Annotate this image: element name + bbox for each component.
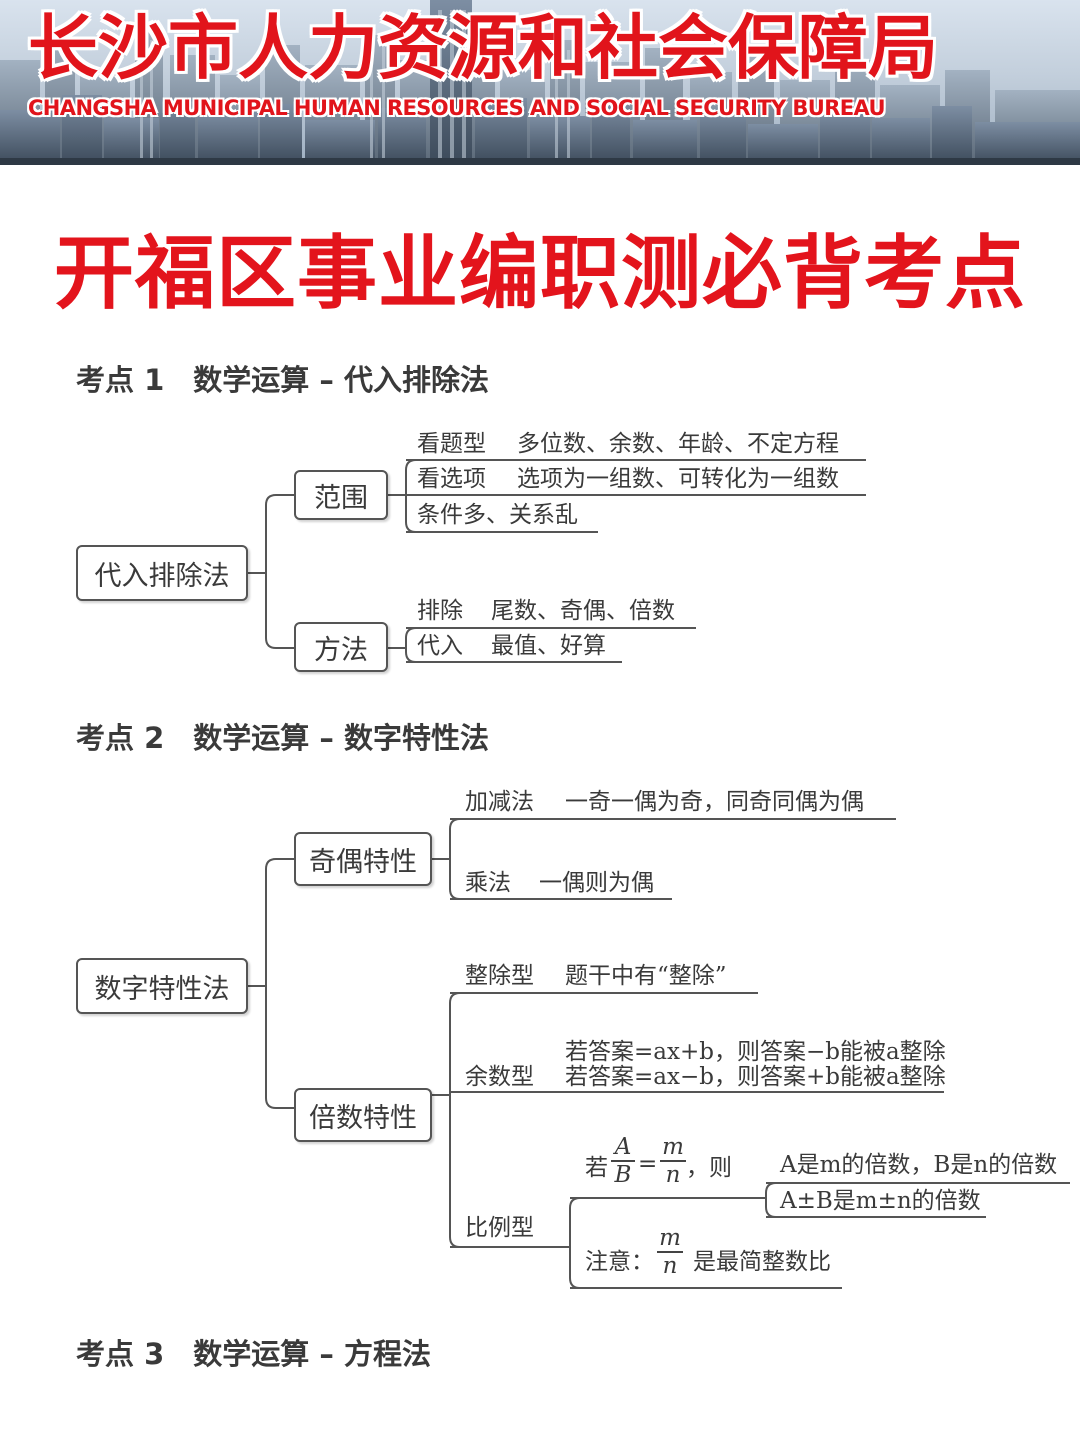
leaf-exclude: 排除 尾数、奇偶、倍数 [417, 596, 675, 626]
leaf-key: 代入 [417, 633, 463, 659]
leaf-value: 尾数、奇偶、倍数 [491, 598, 675, 624]
leaf-see-question-type: 看题型 多位数、余数、年龄、不定方程 [417, 429, 839, 459]
ratio-result-1: A是m的倍数，B是n的倍数 [780, 1152, 1058, 1178]
leaf-remainder-type-key: 余数型 [465, 1064, 534, 1090]
leaf-key: 条件多、关系乱 [417, 502, 578, 528]
branch-node-scope: 范围 [294, 470, 388, 520]
note-suffix: 是最简整数比 [693, 1249, 831, 1275]
branch-node-method: 方法 [294, 622, 388, 672]
bureau-name-english: CHANGSHA MUNICIPAL HUMAN RESOURCES AND S… [28, 96, 886, 120]
leaf-key: 整除型 [465, 963, 534, 989]
fraction-m-over-n: m n [660, 1134, 686, 1188]
ratio-result-2: A±B是m±n的倍数 [780, 1188, 981, 1214]
leaf-key: 看题型 [417, 431, 486, 457]
header-banner: 长沙市人力资源和社会保障局 CHANGSHA MUNICIPAL HUMAN R… [0, 0, 1080, 165]
section-1-heading: 考点 1 数学运算 – 代入排除法 [76, 363, 489, 397]
leaf-value: 多位数、余数、年龄、不定方程 [517, 431, 839, 457]
leaf-multiply: 乘法 一偶则为偶 [465, 868, 654, 898]
leaf-value: 最值、好算 [491, 633, 606, 659]
ratio-suffix: ，则 [686, 1155, 732, 1181]
fraction-note-m-over-n: m n [657, 1225, 683, 1279]
bureau-name-chinese: 长沙市人力资源和社会保障局 [28, 7, 938, 89]
leaf-many-conditions: 条件多、关系乱 [417, 500, 578, 530]
mindmap-2-root-node: 数字特性法 [76, 958, 248, 1014]
leaf-key: 加减法 [465, 789, 534, 815]
fraction-numerator: m [659, 1225, 681, 1251]
leaf-value: 选项为一组数、可转化为一组数 [517, 466, 839, 492]
fraction-denominator: n [665, 1162, 681, 1188]
section-2-heading: 考点 2 数学运算 – 数字特性法 [76, 721, 489, 755]
leaf-key: 排除 [417, 598, 463, 624]
mindmap-2-connectors [248, 818, 1070, 1289]
branch-node-multiple: 倍数特性 [294, 1088, 432, 1142]
fraction-numerator: A [614, 1134, 632, 1160]
leaf-key: 乘法 [465, 870, 511, 896]
fraction-numerator: m [662, 1134, 684, 1160]
branch-node-parity: 奇偶特性 [294, 832, 432, 886]
page-title: 开福区事业编职测必背考点 [54, 227, 1026, 320]
ratio-prefix: 若 [585, 1155, 608, 1181]
fraction-denominator: n [662, 1253, 678, 1279]
leaf-ratio-type-key: 比例型 [465, 1215, 534, 1241]
fraction-a-over-b: A B [611, 1134, 635, 1188]
note-prefix: 注意： [585, 1249, 654, 1275]
leaf-see-options: 看选项 选项为一组数、可转化为一组数 [417, 464, 839, 494]
mindmap-1-connectors [248, 459, 866, 663]
leaf-add-subtract: 加减法 一奇一偶为奇，同奇同偶为偶 [465, 787, 864, 817]
fraction-denominator: B [614, 1162, 632, 1188]
mindmap-number-properties: 数字特性法 奇偶特性 倍数特性 加减法 一奇一偶为奇，同奇同偶为偶 乘法 一偶则为偶… [76, 787, 1070, 1289]
leaf-value: 一奇一偶为奇，同奇同偶为偶 [565, 789, 864, 815]
leaf-substitute: 代入 最值、好算 [417, 631, 606, 661]
city-skyline-image [0, 0, 1080, 165]
leaf-value: 题干中有“整除” [565, 963, 727, 989]
leaf-remainder-line-1: 若答案=ax+b，则答案−b能被a整除 [565, 1039, 946, 1065]
ratio-equals: = [638, 1151, 658, 1177]
mindmap-1-root-node: 代入排除法 [76, 545, 248, 601]
leaf-value: 一偶则为偶 [539, 870, 654, 896]
leaf-divisible-type: 整除型 题干中有“整除” [465, 961, 727, 991]
leaf-key: 看选项 [417, 466, 486, 492]
leaf-remainder-line-2: 若答案=ax−b，则答案+b能被a整除 [565, 1064, 946, 1090]
section-3-heading: 考点 3 数学运算 – 方程法 [76, 1337, 431, 1371]
mindmap-substitution: 代入排除法 范围 方法 看题型 多位数、余数、年龄、不定方程 看选项 选项为一组数、… [0, 0, 1080, 700]
